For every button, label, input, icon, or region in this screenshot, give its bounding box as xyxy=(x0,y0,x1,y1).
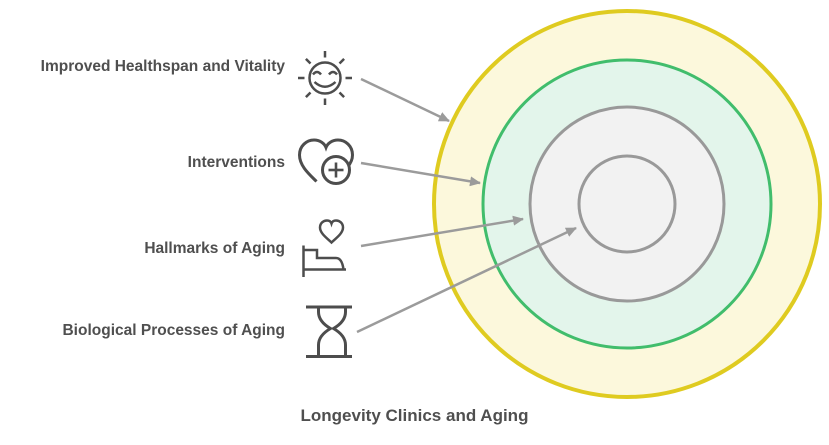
rings xyxy=(432,9,822,399)
diagram-caption: Longevity Clinics and Aging xyxy=(300,406,529,425)
label-biological-processes-of-aging: Biological Processes of Aging xyxy=(62,322,285,339)
arrow-hallmarks xyxy=(360,215,524,248)
arrows xyxy=(356,77,577,334)
smiling-sun-icon xyxy=(298,51,352,105)
heart-plus-icon xyxy=(297,138,355,185)
arrow-interventions xyxy=(360,161,481,187)
label-hallmarks-of-aging: Hallmarks of Aging xyxy=(144,240,285,257)
heart-bed-icon xyxy=(302,219,346,277)
arrow-improved-healthspan xyxy=(360,77,450,123)
hourglass-icon xyxy=(306,305,352,358)
arrow-biological-processes xyxy=(356,226,577,334)
label-improved-healthspan-and-vitality: Improved Healthspan and Vitality xyxy=(40,58,285,75)
icons xyxy=(297,51,355,358)
ring-center xyxy=(577,154,677,254)
label-interventions: Interventions xyxy=(187,154,285,171)
